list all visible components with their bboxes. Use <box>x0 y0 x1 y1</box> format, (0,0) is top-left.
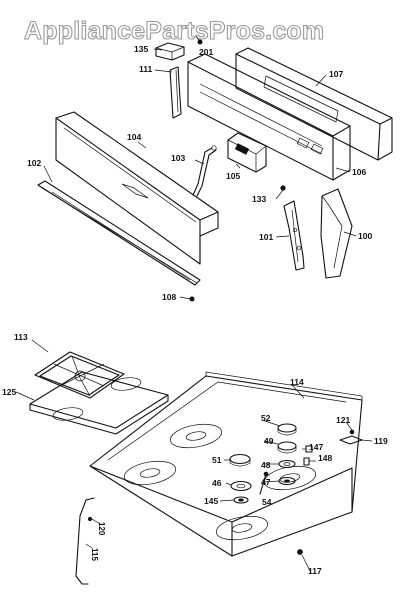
label-201: 201 <box>199 47 213 57</box>
label-102: 102 <box>27 158 41 168</box>
part-108-screw[interactable] <box>189 296 195 302</box>
label-135: 135 <box>134 44 148 54</box>
label-121: 121 <box>336 415 350 425</box>
label-147: 147 <box>309 442 323 452</box>
part-101-end-bracket[interactable] <box>283 200 305 271</box>
part-113-grate[interactable] <box>34 351 125 399</box>
label-111: 111 <box>139 64 153 74</box>
part-111-side-bracket[interactable] <box>169 66 182 119</box>
part-52-burner-cap[interactable] <box>277 423 297 436</box>
label-125: 125 <box>2 387 16 397</box>
part-115-gas-rod[interactable] <box>75 497 95 585</box>
part-46-burner[interactable] <box>230 480 252 492</box>
part-48-burner-head[interactable] <box>278 459 296 469</box>
part-120-clip[interactable] <box>87 516 93 522</box>
label-101: 101 <box>259 232 273 242</box>
part-133-screw[interactable] <box>280 185 286 191</box>
part-49-burner-head[interactable] <box>277 441 297 454</box>
label-114: 114 <box>290 377 304 387</box>
label-106: 106 <box>352 167 366 177</box>
label-113: 113 <box>14 332 28 342</box>
part-105-control-module[interactable] <box>227 132 267 173</box>
part-54-igniter[interactable] <box>259 471 269 495</box>
part-117-screw[interactable] <box>297 549 303 555</box>
label-47: 47 <box>261 477 271 487</box>
label-48: 48 <box>261 460 271 470</box>
watermark-text: AppliancePartsPros.com <box>24 17 324 45</box>
part-201-screw[interactable] <box>195 35 203 45</box>
part-148-switch[interactable] <box>303 457 310 466</box>
label-103: 103 <box>171 153 185 163</box>
label-105: 105 <box>226 171 240 181</box>
part-104-front-control-panel[interactable] <box>55 111 219 265</box>
label-54: 54 <box>262 497 272 507</box>
label-51: 51 <box>212 455 222 465</box>
label-107: 107 <box>329 69 343 79</box>
label-100: 100 <box>358 231 372 241</box>
part-102-trim-strip[interactable] <box>37 180 201 286</box>
label-115: 115 <box>90 548 99 561</box>
label-108: 108 <box>162 292 176 302</box>
part-145-spark-electrode[interactable] <box>233 496 249 504</box>
label-145: 145 <box>204 496 218 506</box>
part-125-burner-surround[interactable] <box>29 371 169 435</box>
label-46: 46 <box>212 478 222 488</box>
part-106-control-panel-backing[interactable] <box>187 53 351 181</box>
part-114-main-cooktop[interactable] <box>89 371 363 557</box>
part-135-bracket[interactable] <box>155 42 185 61</box>
label-133: 133 <box>252 194 266 204</box>
label-52: 52 <box>261 413 271 423</box>
label-49: 49 <box>264 436 274 446</box>
label-120: 120 <box>97 522 106 536</box>
label-148: 148 <box>318 453 332 463</box>
label-104: 104 <box>127 132 141 142</box>
part-103-clip[interactable] <box>192 145 217 197</box>
part-51-burner-cap[interactable] <box>229 453 251 467</box>
part-100-end-cap[interactable] <box>320 188 353 279</box>
part-121-screw[interactable] <box>349 429 355 435</box>
label-119: 119 <box>374 436 388 446</box>
callout-labels: 201 135 111 107 104 102 103 105 106 133 … <box>2 44 388 576</box>
label-117: 117 <box>308 566 322 576</box>
leader-lines <box>15 48 373 572</box>
